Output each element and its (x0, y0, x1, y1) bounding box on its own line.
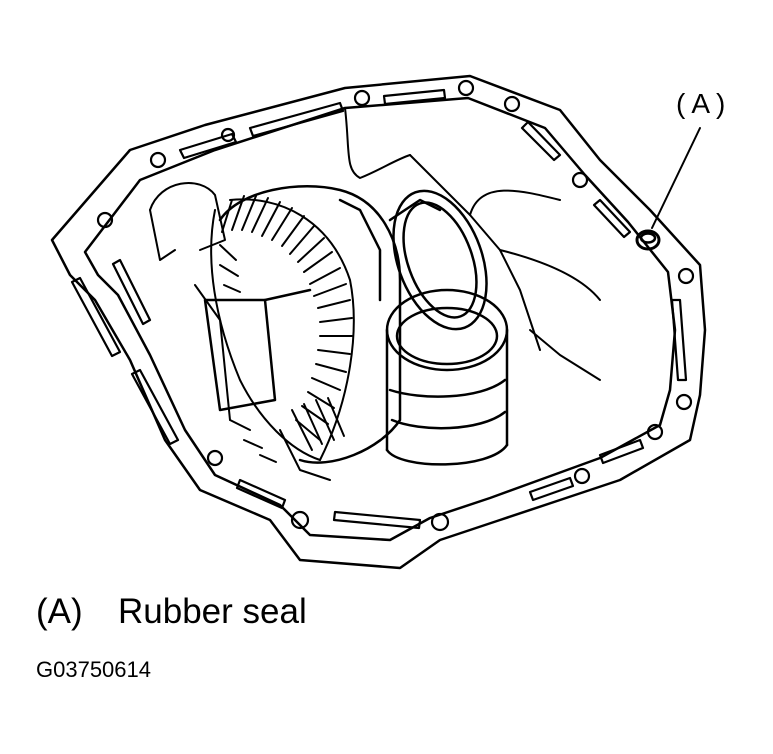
flange-slot (111, 258, 152, 326)
figure-code: G03750614 (36, 657, 151, 682)
bolt-hole (571, 171, 589, 189)
legend-text: Rubber seal (118, 592, 307, 631)
bolt-hole (675, 393, 693, 411)
legend-key: (A) (36, 592, 83, 631)
bolt-hole (457, 79, 475, 97)
bolt-hole (430, 512, 450, 532)
bolt-hole (290, 510, 310, 530)
flange-slot (670, 298, 688, 382)
flange-slot (528, 476, 575, 502)
flange-slot (130, 368, 180, 446)
bolt-hole (96, 211, 114, 229)
ring-gear (210, 195, 355, 463)
bolt-hole (220, 127, 236, 143)
bolt-hole (149, 151, 167, 169)
bolt-hole (206, 449, 224, 467)
pinion-teeth (279, 397, 345, 481)
callout-leader-line (651, 127, 701, 229)
callout-label-a: (A) (676, 88, 732, 119)
axle-sleeve (385, 288, 509, 466)
flange-slot (235, 478, 287, 510)
bolt-holes (96, 79, 695, 532)
differential-housing-drawing (50, 74, 707, 570)
flange-slot (382, 88, 447, 106)
housing-interior (149, 107, 601, 421)
flange-slots (70, 88, 688, 530)
flange-slot (178, 132, 238, 160)
legend: (A) Rubber seal (36, 592, 307, 632)
housing-flange-inner (83, 96, 677, 542)
bolt-hole (503, 95, 521, 113)
flange-slot (598, 438, 645, 465)
flange-slot (248, 101, 345, 138)
rubber-seal (635, 229, 661, 251)
flange-slot (520, 120, 562, 162)
bolt-hole (677, 267, 695, 285)
housing-flange-outer (50, 74, 707, 570)
bolt-hole (353, 89, 371, 107)
bolt-hole (646, 423, 664, 441)
flange-slot (592, 198, 632, 239)
flange-slot (70, 276, 122, 358)
flange-slot (332, 510, 422, 530)
bolt-hole (573, 467, 591, 485)
sleeve-top (385, 288, 509, 372)
differential-case (203, 185, 402, 464)
